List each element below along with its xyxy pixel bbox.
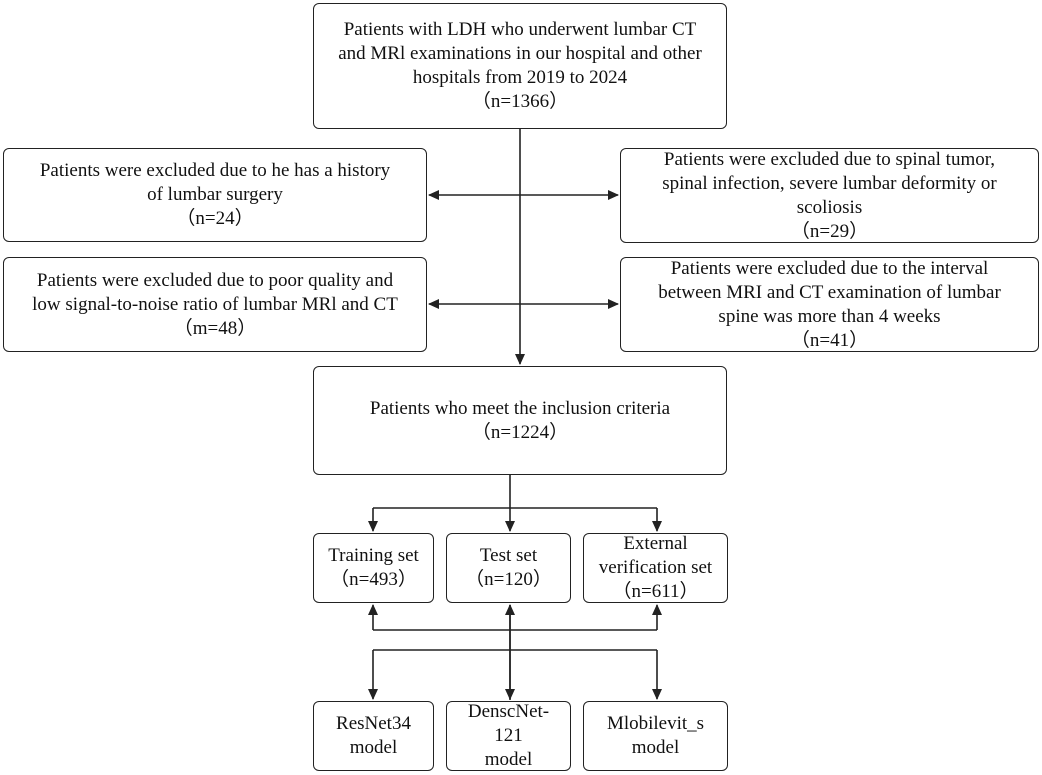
exclusion-quality-box: Patients were excluded due to poor quali… xyxy=(3,257,427,352)
test-label: Test set xyxy=(479,545,538,566)
exclusion-2-line-1: Patients were excluded due to spinal tum… xyxy=(663,148,996,170)
densenet-line-1: DenscNet- xyxy=(467,701,550,722)
exclusion-interval-box: Patients were excluded due to the interv… xyxy=(620,257,1039,352)
exclusion-2-count: （n=29） xyxy=(790,220,869,242)
exclusion-2-line-3: scoliosis xyxy=(796,196,863,218)
inclusion-line-1: Patients who meet the inclusion criteria xyxy=(369,397,671,419)
mobilevit-line-2: model xyxy=(631,737,680,758)
external-count: （n=611） xyxy=(612,581,699,602)
densenet-model-box: DenscNet- 121 model xyxy=(446,701,571,771)
training-label: Training set xyxy=(328,545,419,566)
exclusion-4-line-1: Patients were excluded due to the interv… xyxy=(670,257,989,279)
exclusion-1-line-1: Patients were excluded due to he has a h… xyxy=(39,160,391,181)
test-count: （n=120） xyxy=(465,569,552,590)
exclusion-surgery-box: Patients were excluded due to he has a h… xyxy=(3,148,427,242)
training-count: （n=493） xyxy=(330,569,417,590)
inclusion-count: （n=1224） xyxy=(471,421,569,443)
total-line-2: and MRl examinations in our hospital and… xyxy=(338,43,702,64)
total-line-1: Patients with LDH who underwent lumbar C… xyxy=(343,19,697,40)
resnet-line-2: model xyxy=(349,737,398,758)
densenet-line-3: model xyxy=(484,749,533,770)
densenet-line-2: 121 xyxy=(494,725,523,746)
total-patients-box: Patients with LDH who underwent lumbar C… xyxy=(313,3,727,129)
exclusion-4-line-2: between MRI and CT examination of lumbar xyxy=(658,281,1001,303)
exclusion-3-line-2: low signal-to-noise ratio of lumbar MRl … xyxy=(32,293,398,315)
exclusion-3-count: （m=48） xyxy=(173,317,257,339)
external-line-2: verification set xyxy=(598,557,713,578)
external-set-box: External verification set （n=611） xyxy=(583,533,728,603)
test-set-box: Test set （n=120） xyxy=(446,533,571,603)
exclusion-3-line-1: Patients were excluded due to poor quali… xyxy=(36,269,394,291)
total-count: （n=1366） xyxy=(471,91,569,112)
resnet-model-box: ResNet34 model xyxy=(313,701,434,771)
exclusion-1-count: （n=24） xyxy=(176,208,254,229)
mobilevit-line-1: Mlobilevit_s xyxy=(606,713,705,734)
exclusion-2-line-2: spinal infection, severe lumbar deformit… xyxy=(662,172,997,194)
external-line-1: External xyxy=(623,533,688,554)
exclusion-1-line-2: of lumbar surgery xyxy=(147,184,283,205)
inclusion-box: Patients who meet the inclusion criteria… xyxy=(313,366,727,475)
exclusion-4-line-3: spine was more than 4 weeks xyxy=(718,305,941,327)
resnet-line-1: ResNet34 xyxy=(336,713,411,734)
exclusion-4-count: （n=41） xyxy=(790,329,869,351)
total-line-3: hospitals from 2019 to 2024 xyxy=(412,67,628,88)
mobilevit-model-box: Mlobilevit_s model xyxy=(583,701,728,771)
training-set-box: Training set （n=493） xyxy=(313,533,434,603)
exclusion-tumor-box: Patients were excluded due to spinal tum… xyxy=(620,148,1039,243)
